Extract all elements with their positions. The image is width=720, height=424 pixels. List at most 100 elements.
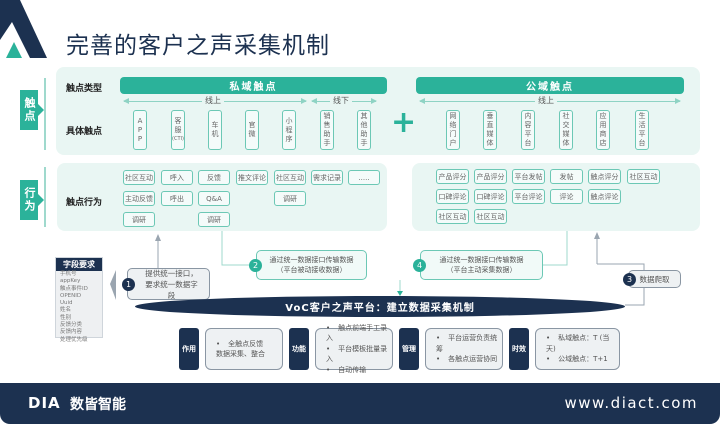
touchpoint-char: 生 (638, 112, 646, 120)
behavior-side-label: 行为 (20, 180, 44, 220)
footer: DIA 数皆智能 www.diact.com (0, 383, 720, 424)
behavior-tag: ..... (348, 170, 380, 185)
behavior-label: 触点行为 (66, 198, 103, 208)
step-4-box: 通过统一数据接口传输数据（平台主动采集数据） (420, 250, 543, 280)
info-tag: 管理 (399, 328, 419, 370)
step-2-badge: 2 (249, 259, 262, 272)
touchpoint-char: 媒 (562, 130, 570, 138)
touchpoint-char: 序 (285, 134, 293, 143)
field-item: appKey (60, 278, 81, 285)
touchpoint-char: 程 (285, 125, 293, 134)
behavior-tag: 评论 (550, 189, 583, 204)
online-label: 线上 (535, 95, 557, 106)
info-tag: 作用 (179, 328, 199, 370)
touchpoint-char: 其 (360, 112, 368, 120)
online-range-arrow: 线上 (123, 95, 307, 106)
public-touchpoint-item: 生活平台 (635, 110, 649, 150)
step-1-box: 提供统一接口，要求统一数据字段 (127, 268, 210, 300)
behavior-tag: 反馈 (198, 170, 230, 185)
behavior-tag: 调研 (274, 191, 306, 206)
touchpoint-char: 助 (360, 130, 368, 138)
info-tag: 时效 (509, 328, 529, 370)
behavior-tag: 社区互动 (436, 209, 469, 224)
behavior-tag: 社区互动 (123, 170, 155, 185)
behavior-tag: 产品评分 (474, 169, 507, 184)
field-item: 姓名 (60, 307, 72, 314)
info-item: 各触点运营协同 (436, 354, 502, 365)
info-item: 触点前端手工录入 (326, 323, 392, 344)
touchpoint-char: 台 (638, 139, 646, 147)
info-box: 私域触点：T (当天)公域触点：T+1 (535, 328, 620, 370)
behavior-tag: 平台发帖 (512, 169, 545, 184)
touchpoint-char: 络 (449, 121, 457, 129)
touchpoint-char: 网 (449, 112, 457, 120)
touchpoint-char: 媒 (486, 130, 494, 138)
touchpoint-char: 服 (174, 125, 182, 134)
step-3-badge: 3 (623, 273, 636, 286)
touchpoint-char: 车 (211, 121, 219, 129)
behavior-tag: 调研 (198, 212, 230, 227)
field-requirements-title: 字段要求 (56, 258, 102, 271)
public-touchpoint-item: 垂直媒体 (483, 110, 497, 150)
behavior-tag: 推文评论 (236, 170, 268, 185)
field-item: 处理优先级 (60, 336, 88, 343)
step-1-badge: 1 (122, 278, 135, 291)
touchpoint-char: 店 (599, 139, 607, 147)
info-item: 平台运营负责统筹 (436, 333, 502, 354)
behavior-tag: 社区互动 (627, 169, 660, 184)
step-2-box: 通过统一数据接口传输数据（平台被动接收数据） (256, 250, 367, 280)
online-label: 线上 (202, 95, 224, 106)
info-item: 私域触点：T (当天) (546, 333, 619, 354)
behavior-tag: 发帖 (550, 169, 583, 184)
touchpoint-side-label: 触点 (20, 90, 44, 130)
field-item: 性别 (60, 314, 72, 321)
step-4-badge: 4 (413, 259, 426, 272)
touchpoint-char: 容 (524, 121, 532, 129)
behavior-tag: 主动反馈 (123, 191, 155, 206)
behavior-tag: 社区互动 (474, 209, 507, 224)
behavior-tag: 触点评论 (588, 189, 621, 204)
field-item: 手机号 (60, 271, 77, 277)
touchpoint-char: 社 (562, 112, 570, 120)
touchpoint-char: 他 (360, 121, 368, 129)
public-touchpoint-bar: 公域触点 (416, 77, 684, 94)
touchpoint-char: 手 (360, 139, 368, 147)
behavior-tag: 呼入 (161, 170, 193, 185)
touchpoint-char: 应 (599, 112, 607, 120)
field-item: 反馈分类 (60, 322, 83, 329)
touchpoint-char: 活 (638, 121, 646, 129)
touchpoint-char: (CTI) (172, 135, 184, 142)
behavior-tag: 需求记录 (311, 170, 343, 185)
behavior-tag: 社区互动 (274, 170, 306, 185)
offline-label: 线下 (330, 95, 352, 106)
touchpoint-char: 手 (323, 139, 331, 147)
private-touchpoint-item: 客服(CTI) (171, 110, 185, 150)
touchpoint-char: 内 (524, 112, 532, 120)
step-4-line2: （平台主动采集数据） (446, 266, 517, 274)
private-touchpoint-item: 车机 (208, 110, 222, 150)
public-online-range-arrow: 线上 (419, 95, 681, 106)
behavior-tag: 产品评分 (436, 169, 469, 184)
touchpoint-char: 小 (285, 116, 293, 125)
touchpoint-char: 体 (562, 139, 570, 147)
behavior-tag: 呼出 (161, 191, 193, 206)
plus-icon: + (391, 105, 417, 140)
divider (44, 78, 46, 150)
offline-range-arrow: 线下 (311, 95, 377, 106)
public-touchpoint-item: 内容平台 (521, 110, 535, 150)
website-url: www.diact.com (564, 394, 698, 412)
info-item: 公域触点：T+1 (546, 354, 619, 365)
touchpoint-char: 垂 (486, 112, 494, 120)
info-tag: 功能 (289, 328, 309, 370)
behavior-tag: 口碑评论 (436, 189, 469, 204)
touchpoint-char: 台 (524, 139, 532, 147)
info-box: 触点前端手工录入平台模板批量录入自动传输 (315, 324, 393, 374)
public-touchpoint-item: 网络门户 (446, 110, 460, 150)
touchpoint-char: P (137, 134, 143, 143)
info-item: 平台模板批量录入 (326, 344, 392, 365)
touchpoint-char: 客 (174, 116, 182, 125)
field-item: Uuid (60, 300, 73, 307)
touchpoint-char: 交 (562, 121, 570, 129)
private-touchpoint-bar: 私域触点 (120, 77, 387, 94)
